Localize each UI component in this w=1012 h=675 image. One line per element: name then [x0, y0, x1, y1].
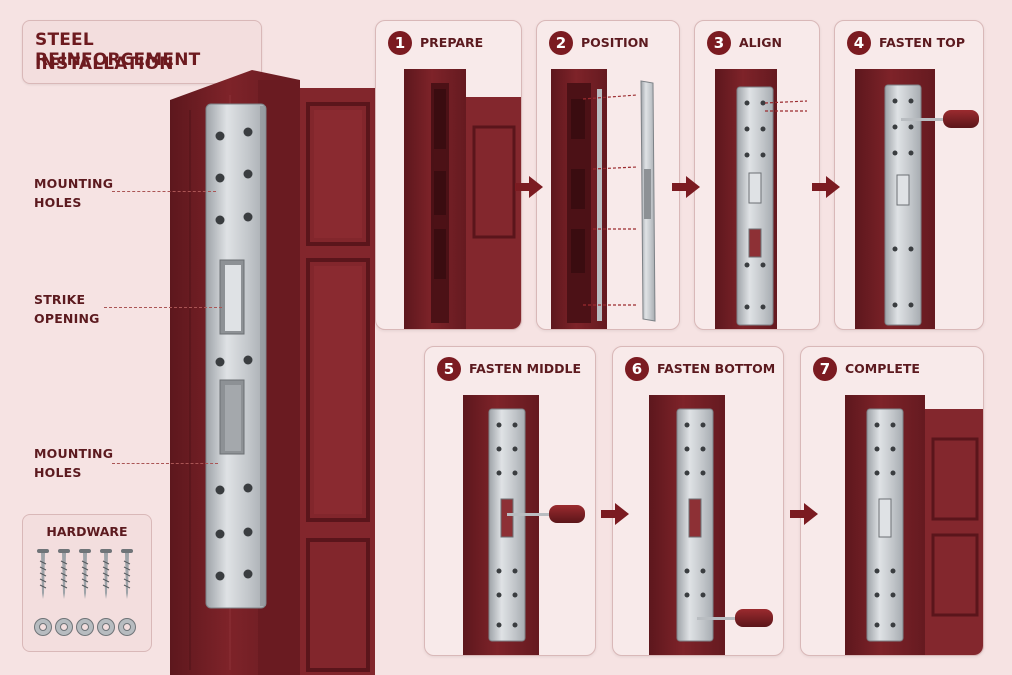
step-2-illustration: [551, 69, 656, 329]
callout-mounting-holes-bottom: MOUNTING HOLES: [34, 444, 113, 482]
step-panel-3: 3 ALIGN: [694, 20, 820, 330]
title-line-2: INSTALLATION: [35, 54, 174, 74]
title-box: STEEL REINFORCEMENT INSTALLATION: [22, 20, 262, 84]
arrow-right-icon: [601, 503, 629, 525]
washer-icon: [118, 618, 136, 636]
arrow-right-icon: [672, 176, 700, 198]
step-label: FASTEN BOTTOM: [657, 361, 776, 376]
step-label: FASTEN TOP: [879, 35, 965, 50]
callout-line: OPENING: [34, 311, 100, 326]
step-label: FASTEN MIDDLE: [469, 361, 582, 376]
callout-line: HOLES: [34, 465, 82, 480]
step-7-illustration: [845, 395, 983, 655]
step-badge: 6: [625, 357, 649, 381]
washer-icon: [55, 618, 73, 636]
step-panel-1: 1 PREPARE: [375, 20, 522, 330]
arrow-right-icon: [812, 176, 840, 198]
step-6-illustration: [649, 395, 773, 655]
arrow-right-icon: [515, 176, 543, 198]
step-badge: 3: [707, 31, 731, 55]
screw-icon: [58, 549, 70, 599]
step-1-illustration: [404, 69, 521, 329]
step-label: PREPARE: [420, 35, 484, 50]
step-panel-6: 6 FASTEN BOTTOM: [612, 346, 784, 656]
hardware-box: HARDWARE: [22, 514, 152, 652]
washer-icon: [34, 618, 52, 636]
main-door-illustration: [170, 70, 375, 675]
step-badge: 7: [813, 357, 837, 381]
step-panel-2: 2 POSITION: [536, 20, 680, 330]
step-badge: 5: [437, 357, 461, 381]
step-label: COMPLETE: [845, 361, 920, 376]
leader-line: [112, 463, 218, 464]
step-panel-7: 7 COMPLETE: [800, 346, 984, 656]
washer-icon: [97, 618, 115, 636]
callout-line: STRIKE: [34, 292, 86, 307]
hardware-title: HARDWARE: [46, 524, 128, 539]
leader-line: [104, 307, 222, 308]
step-label: POSITION: [581, 35, 649, 50]
screw-icon: [79, 549, 91, 599]
step-badge: 4: [847, 31, 871, 55]
washer-icon: [76, 618, 94, 636]
step-panel-5: 5 FASTEN MIDDLE: [424, 346, 596, 656]
hardware-items: [34, 549, 136, 636]
callout-line: HOLES: [34, 195, 82, 210]
steel-plate: [205, 103, 267, 609]
step-badge: 2: [549, 31, 573, 55]
title-line-1: STEEL REINFORCEMENT: [35, 30, 201, 70]
step-4-illustration: [855, 69, 979, 329]
screw-icon: [100, 549, 112, 599]
step-label: ALIGN: [739, 35, 783, 50]
arrow-right-icon: [790, 503, 818, 525]
step-3-illustration: [715, 69, 808, 329]
step-panel-4: 4 FASTEN TOP: [834, 20, 984, 330]
callout-strike-opening: STRIKE OPENING: [34, 290, 100, 328]
step-5-illustration: [463, 395, 585, 655]
leader-line: [112, 191, 216, 192]
screw-icon: [37, 549, 49, 599]
callout-mounting-holes-top: MOUNTING HOLES: [34, 174, 113, 212]
screw-icon: [121, 549, 133, 599]
callout-line: MOUNTING: [34, 176, 114, 191]
callout-line: MOUNTING: [34, 446, 114, 461]
step-badge: 1: [388, 31, 412, 55]
